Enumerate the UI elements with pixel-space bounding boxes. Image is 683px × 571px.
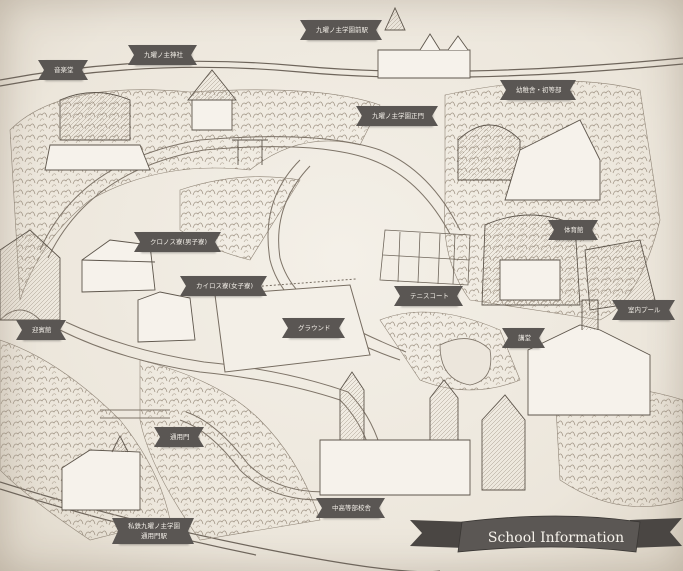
label-back-gate[interactable]: 通用門 [154,427,203,447]
label-main-gate[interactable]: 九曜ノ主学園正門 [356,106,438,126]
pond [439,338,492,386]
banner-ribbon [410,515,682,553]
label-ground[interactable]: グラウンド [282,318,344,338]
label-shrine[interactable]: 九曜ノ主神社 [128,45,197,65]
tennis-courts [379,229,471,286]
label-cultural-hall[interactable]: 幼稚舎・初等部 [500,80,575,100]
label-station-back-line2: 通用門駅 [141,532,167,540]
label-station-back[interactable]: 私鉄九曜ノ主学園 通用門駅 [112,518,194,544]
label-music-hall[interactable]: 音楽堂 [38,60,87,80]
label-gymnasium[interactable]: 体育館 [548,220,597,240]
label-middle-high-school[interactable]: 中高等部校舎 [316,498,385,518]
label-station-main[interactable]: 九曜ノ主学園前駅 [300,20,382,40]
label-kairos-dorm[interactable]: カイロス寮(女子寮) [179,276,268,296]
label-kronos-dorm[interactable]: クロノス寮(男子寮) [133,232,222,252]
school-information-title[interactable]: School Information [487,530,625,546]
label-auditorium[interactable]: 講堂 [502,328,545,348]
label-reception-hall[interactable]: 迎賓館 [16,320,65,340]
label-indoor-pool[interactable]: 室内プール [612,300,674,320]
label-station-back-line1: 私鉄九曜ノ主学園 [128,522,180,530]
label-tennis-court[interactable]: テニスコート [394,286,463,306]
buildings [0,6,656,511]
